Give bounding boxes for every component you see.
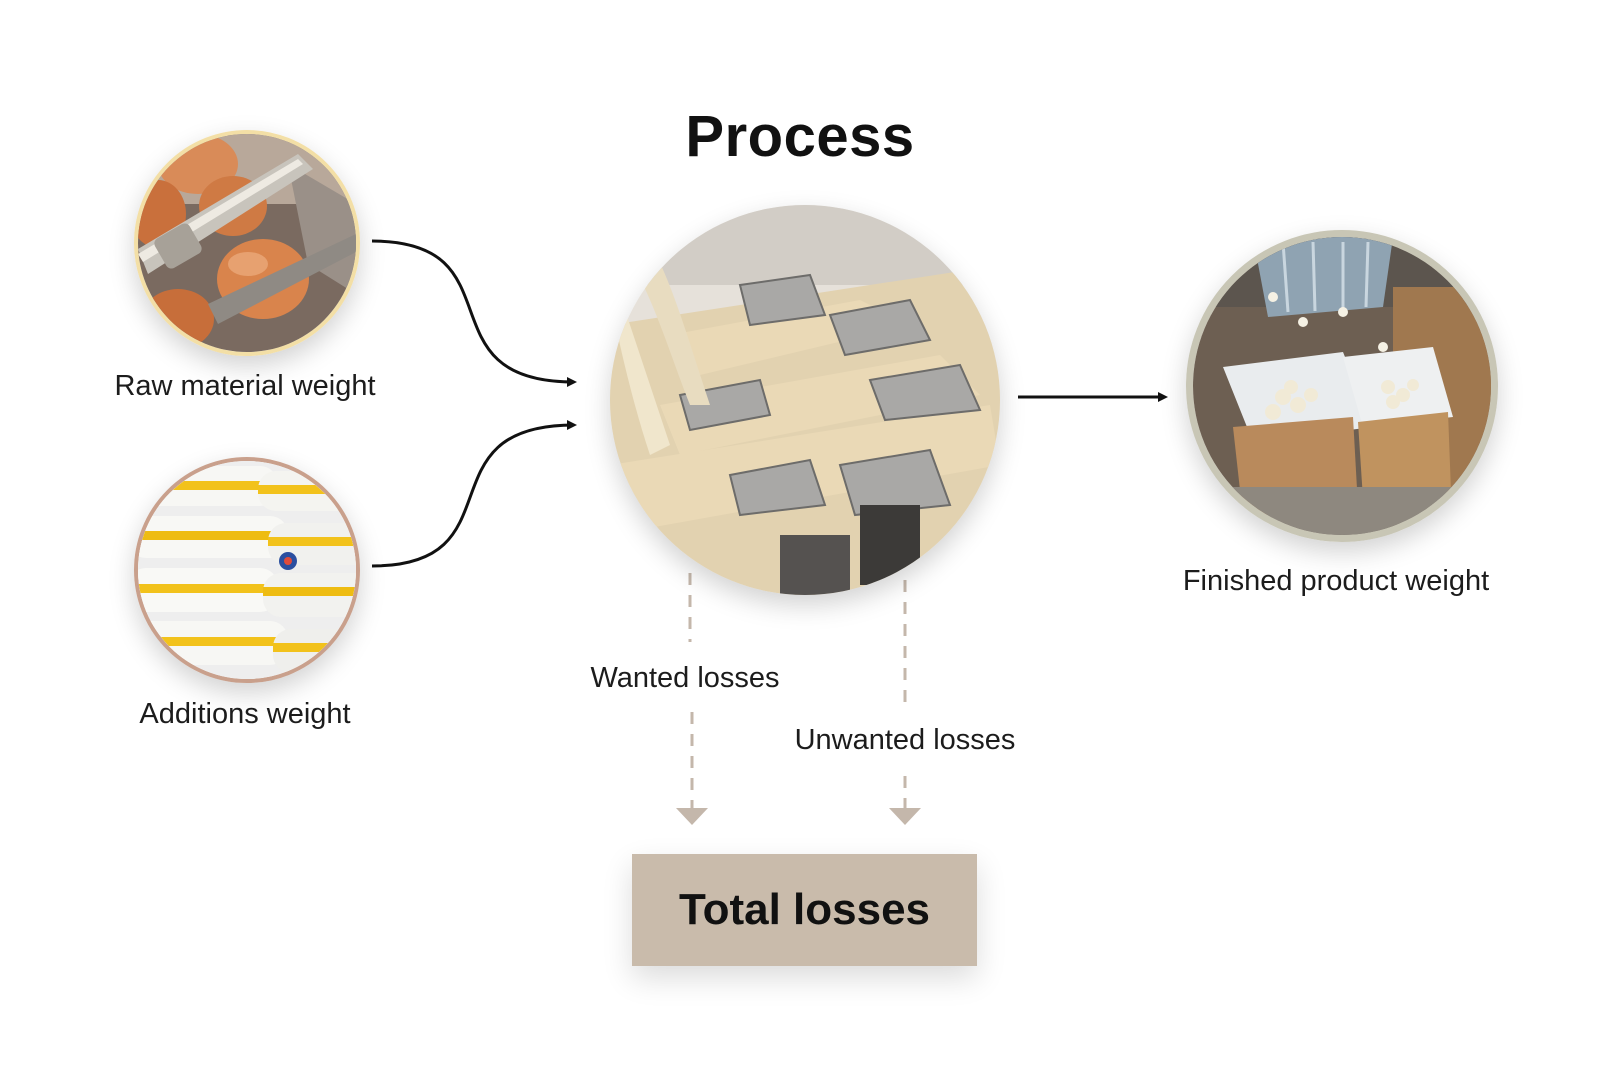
raw-material-weight-label: Raw material weight (90, 370, 400, 403)
wanted-losses-label: Wanted losses (560, 662, 810, 695)
wanted-losses-arrowhead (676, 808, 708, 825)
total-losses-box: Total losses (632, 854, 977, 966)
process-photo (610, 205, 1000, 595)
unwanted-losses-label: Unwanted losses (770, 724, 1040, 757)
unwanted-losses-arrowhead (889, 808, 921, 825)
total-losses-label: Total losses (679, 885, 930, 935)
additions-to-process-arrow (372, 425, 574, 566)
finished-product-photo (1186, 230, 1498, 542)
finished-product-weight-label: Finished product weight (1156, 565, 1516, 598)
additions-photo (134, 457, 360, 683)
raw-to-process-arrow (372, 241, 574, 382)
raw-material-photo (134, 130, 360, 356)
additions-weight-label: Additions weight (90, 698, 400, 731)
